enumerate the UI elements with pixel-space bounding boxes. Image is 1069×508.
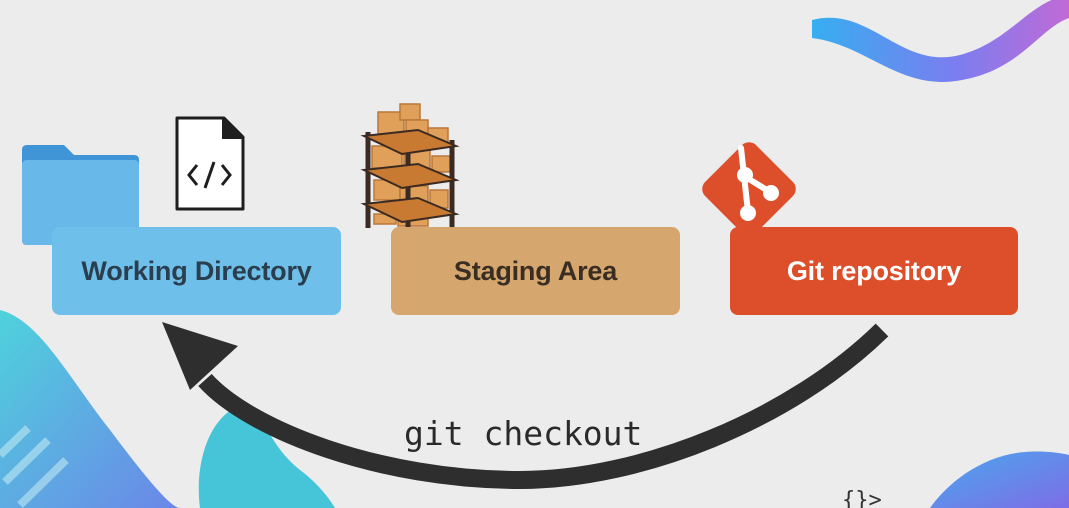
checkout-arrow-shaft: [198, 323, 889, 490]
node-git-repository: Git repository: [730, 227, 1018, 315]
node-working-directory: Working Directory: [52, 227, 341, 315]
left-stripes: [0, 425, 69, 508]
node-git-repository-label: Git repository: [786, 255, 962, 286]
node-staging-area: Staging Area: [391, 227, 680, 315]
node-working-directory-label: Working Directory: [81, 255, 312, 286]
left-bottom-blob: [0, 310, 180, 508]
node-staging-area-label: Staging Area: [453, 255, 618, 286]
corner-logo-mark: {}>: [842, 488, 882, 508]
top-right-ribbon: [812, 0, 1069, 82]
edge-label-git-checkout: git checkout: [404, 414, 643, 453]
checkout-arrow-head: [162, 322, 238, 390]
teal-drop: [198, 404, 335, 508]
bottom-right-blob: [930, 451, 1069, 508]
